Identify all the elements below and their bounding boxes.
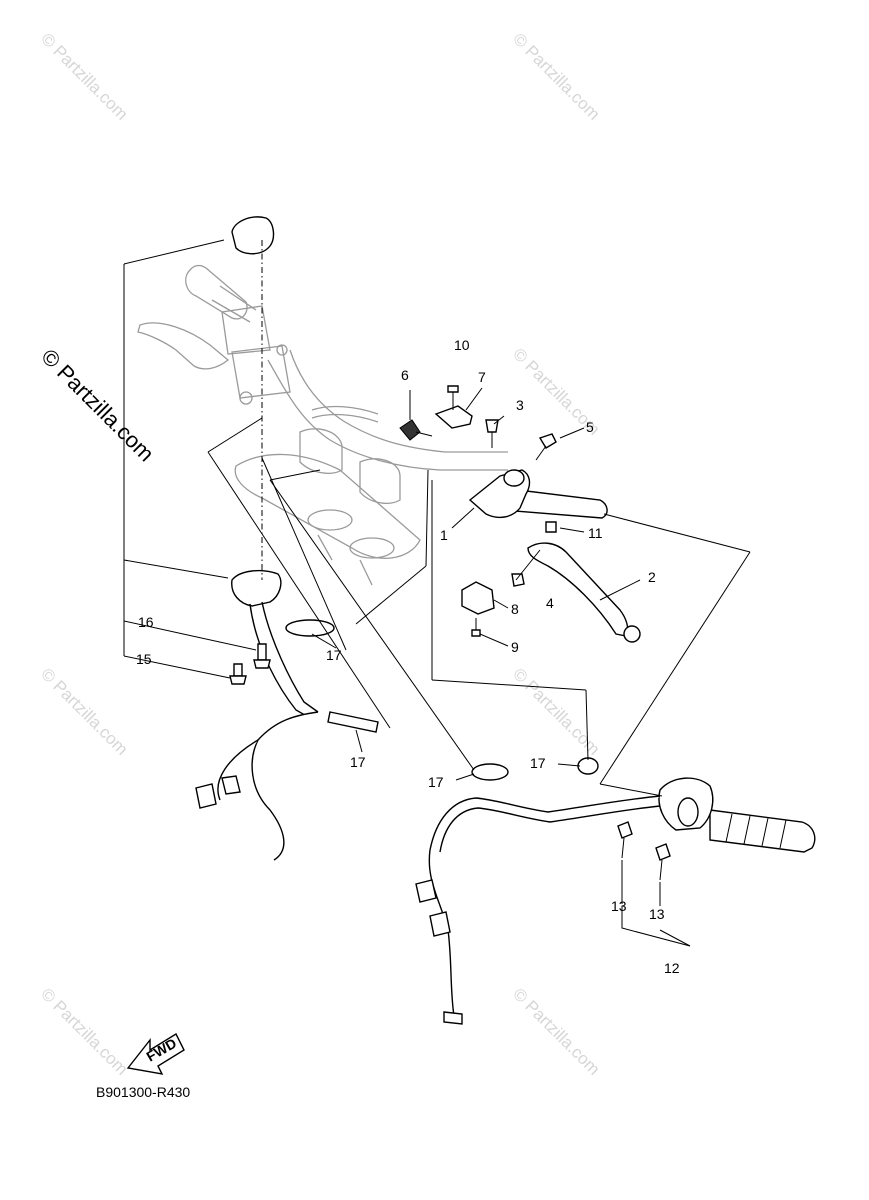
left-switch-top: [231, 216, 275, 255]
callout-labels: 1 2 3 4 5 6 7 8 9 10 11 12 13 13 15 16 1…: [136, 337, 680, 976]
watermark-1: © Partzilla.com: [37, 29, 131, 123]
clutch-switch: [461, 581, 495, 615]
callout-17-d: 17: [530, 755, 546, 771]
callout-17-b: 17: [350, 754, 366, 770]
callout-1: 1: [440, 527, 448, 543]
watermark-4: © Partzilla.com: [37, 664, 131, 758]
left-switch: [231, 569, 282, 607]
adjuster-6: [399, 419, 421, 441]
bolt-5: [538, 433, 557, 449]
callout-11: 11: [588, 525, 603, 541]
callout-10: 10: [454, 337, 470, 353]
callout-6: 6: [401, 367, 409, 383]
callout-17-a: 17: [326, 647, 342, 663]
left-connector: [195, 783, 217, 809]
callout-4: 4: [546, 595, 554, 611]
callout-12: 12: [664, 960, 680, 976]
callout-16: 16: [138, 614, 154, 630]
watermark-2: © Partzilla.com: [509, 29, 603, 123]
right-grip: [501, 487, 816, 853]
callout-5: 5: [586, 419, 594, 435]
diagram-code: B901300-R430: [96, 1084, 190, 1100]
fwd-arrow: FWD: [126, 1033, 185, 1075]
clutch-lever: [527, 542, 629, 637]
watermark-6: © Partzilla.com: [37, 984, 131, 1078]
callout-8: 8: [511, 601, 519, 617]
leader-lines: [123, 239, 751, 947]
callout-13-left: 13: [611, 898, 627, 914]
right-connector: [415, 879, 437, 903]
callout-2: 2: [648, 569, 656, 585]
callout-15: 15: [136, 651, 152, 667]
callout-9: 9: [511, 639, 519, 655]
callout-17-c: 17: [428, 774, 444, 790]
watermark-5: © Partzilla.com: [509, 664, 603, 758]
nut-4: [511, 573, 525, 587]
callout-3: 3: [516, 397, 524, 413]
left-switch-harness: [195, 216, 379, 861]
ghost-handlebar: [137, 264, 508, 586]
watermark-7: © Partzilla.com: [509, 984, 603, 1078]
callout-7: 7: [478, 369, 486, 385]
watermark-dark: © Partzilla.com: [36, 344, 159, 467]
bracket-7: [434, 405, 473, 429]
right-switch-harness: [415, 757, 714, 1025]
callout-13-right: 13: [649, 906, 665, 922]
clutch-lever-assembly: [399, 385, 641, 643]
